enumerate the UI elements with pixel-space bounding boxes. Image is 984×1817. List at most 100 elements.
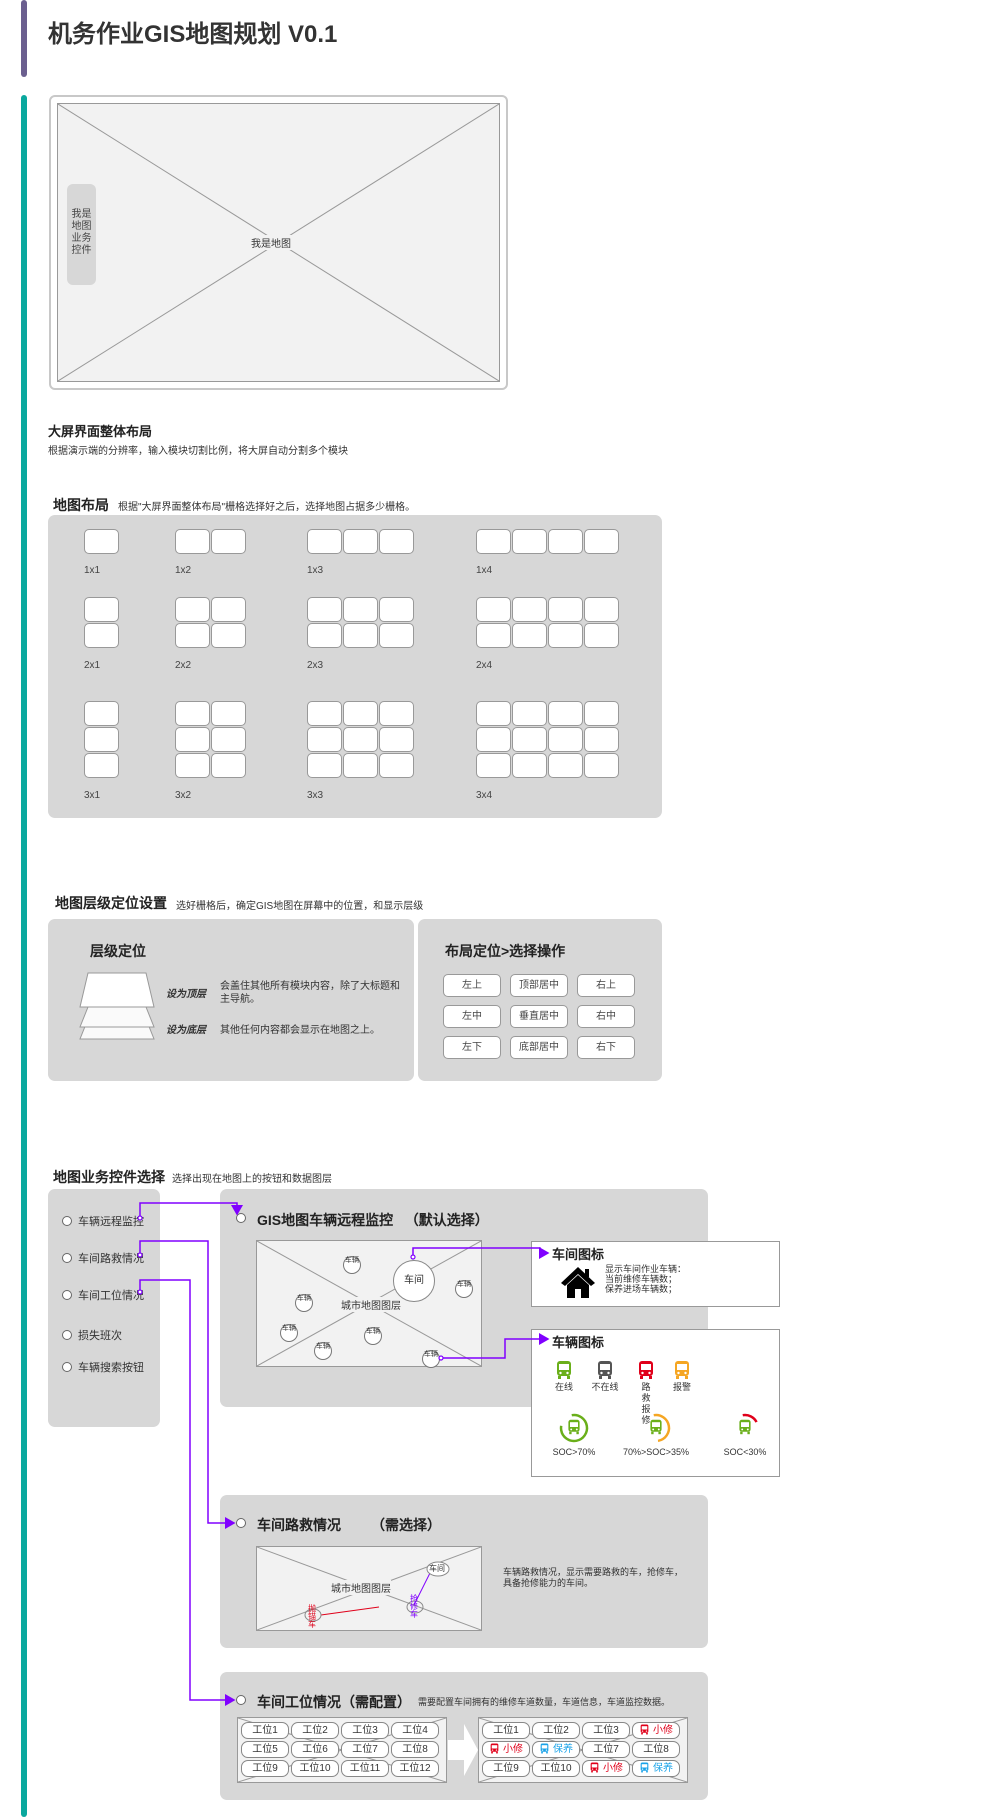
position-button[interactable]: 右上 (577, 974, 635, 997)
grid-cell (584, 727, 619, 752)
position-button[interactable]: 底部居中 (510, 1036, 568, 1059)
repair-car-marker[interactable]: 抢修车 (410, 1594, 418, 1619)
grid-cell (343, 529, 378, 554)
workstation-cell[interactable]: 工位6 (291, 1741, 339, 1758)
workstation-cell[interactable]: 工位2 (532, 1722, 580, 1739)
grid-option-3x3[interactable]: 3x3 (307, 790, 324, 801)
workstation-cell[interactable]: 工位7 (582, 1741, 630, 1758)
workstation-cell[interactable]: 工位3 (341, 1722, 389, 1739)
option-radio[interactable] (62, 1330, 72, 1340)
grid-cell (175, 597, 210, 622)
vehicle-marker[interactable]: 车辆 (295, 1294, 313, 1312)
rescue-workshop-marker[interactable]: 车间 (429, 1564, 445, 1573)
set-top-desc: 会盖住其他所有模块内容，除了大标题和主导航。 (220, 981, 400, 1005)
option-radio[interactable] (62, 1253, 72, 1263)
workstation-cell[interactable]: 工位1 (241, 1722, 289, 1739)
position-button[interactable]: 顶部居中 (510, 974, 568, 997)
workstation-cell[interactable]: 工位8 (632, 1741, 680, 1758)
grid-cell (476, 597, 511, 622)
grid-cell (476, 623, 511, 648)
workstation-cell[interactable]: 保养 (632, 1760, 680, 1777)
grid-option-2x3[interactable]: 2x3 (307, 660, 324, 671)
workstation-label: 工位1 (493, 1725, 519, 1736)
broken-car-marker[interactable]: 抛锚车 (308, 1604, 316, 1629)
workstation-cell[interactable]: 小修 (482, 1741, 530, 1758)
grid-cell (211, 597, 246, 622)
grid-cell (548, 597, 583, 622)
monitor-title: GIS地图车辆远程监控 （默认选择） (257, 1210, 489, 1230)
map-placeholder: 我是地图 (57, 103, 500, 382)
workstation-label: 工位10 (540, 1763, 572, 1774)
option-radio[interactable] (62, 1362, 72, 1372)
control-option[interactable]: 车间工位情况 (78, 1290, 144, 1302)
grid-cell (211, 701, 246, 726)
workstation-cell[interactable]: 工位1 (482, 1722, 530, 1739)
option-radio[interactable] (62, 1290, 72, 1300)
workstation-cell[interactable]: 保养 (532, 1741, 580, 1758)
grid-cell (307, 623, 342, 648)
grid-option-2x1[interactable]: 2x1 (84, 660, 101, 671)
grid-option-1x4[interactable]: 1x4 (476, 565, 493, 576)
rescue-radio[interactable] (236, 1518, 246, 1528)
workstation-cell[interactable]: 工位7 (341, 1741, 389, 1758)
position-panel-title: 布局定位>选择操作 (445, 943, 566, 959)
grid-option-3x1[interactable]: 3x1 (84, 790, 101, 801)
control-option[interactable]: 损失班次 (78, 1330, 122, 1342)
grid-cell (584, 529, 619, 554)
position-button[interactable]: 垂直居中 (510, 1005, 568, 1028)
bus-icon (639, 1724, 650, 1740)
grid-cell (512, 727, 547, 752)
grid-cell (584, 597, 619, 622)
workstation-status: 小修 (503, 1744, 523, 1755)
grid-option-1x1[interactable]: 1x1 (84, 565, 101, 576)
vehicle-marker[interactable]: 车辆 (364, 1327, 382, 1345)
workstation-cell[interactable]: 工位11 (341, 1760, 389, 1777)
control-option[interactable]: 车辆远程监控 (78, 1216, 144, 1228)
vehicle-state-label: 在线 (554, 1382, 573, 1392)
bus-icon (636, 1360, 656, 1385)
grid-option-1x3[interactable]: 1x3 (307, 565, 324, 576)
grid-option-1x2[interactable]: 1x2 (175, 565, 192, 576)
workstation-label: 工位1 (252, 1725, 278, 1736)
workstation-cell[interactable]: 工位8 (391, 1741, 439, 1758)
vehicle-marker[interactable]: 车辆 (314, 1342, 332, 1360)
workstation-cell[interactable]: 工位5 (241, 1741, 289, 1758)
workshop-marker[interactable]: 车间 (393, 1260, 435, 1302)
vehicle-marker[interactable]: 车辆 (455, 1280, 473, 1298)
vehicle-marker[interactable]: 车辆 (422, 1350, 440, 1368)
monitor-radio[interactable] (236, 1213, 246, 1223)
option-radio[interactable] (62, 1216, 72, 1226)
workstation-cell[interactable]: 工位12 (391, 1760, 439, 1777)
workstation-cell[interactable]: 工位2 (291, 1722, 339, 1739)
workstation-cell[interactable]: 工位9 (482, 1760, 530, 1777)
grid-cell (476, 529, 511, 554)
workstation-label: 工位7 (593, 1744, 619, 1755)
grid-option-3x2[interactable]: 3x2 (175, 790, 192, 801)
workstation-cell[interactable]: 工位9 (241, 1760, 289, 1777)
position-button[interactable]: 右下 (577, 1036, 635, 1059)
position-button[interactable]: 左上 (443, 974, 501, 997)
set-bottom-option[interactable]: 设为底层 (166, 1025, 206, 1036)
grid-cell (548, 701, 583, 726)
grid-option-2x4[interactable]: 2x4 (476, 660, 493, 671)
workstation-cell[interactable]: 工位3 (582, 1722, 630, 1739)
grid-option-3x4[interactable]: 3x4 (476, 790, 493, 801)
workstation-cell[interactable]: 小修 (582, 1760, 630, 1777)
grid-option-2x2[interactable]: 2x2 (175, 660, 192, 671)
position-button[interactable]: 左中 (443, 1005, 501, 1028)
position-button[interactable]: 左下 (443, 1036, 501, 1059)
grid-cell (84, 753, 119, 778)
position-button[interactable]: 右中 (577, 1005, 635, 1028)
control-option[interactable]: 车辆搜索按钮 (78, 1362, 144, 1374)
grid-cell (211, 623, 246, 648)
control-option[interactable]: 车间路救情况 (78, 1253, 144, 1265)
set-top-option[interactable]: 设为顶层 (166, 989, 206, 1000)
workstation-cell[interactable]: 小修 (632, 1722, 680, 1739)
vehicle-marker[interactable]: 车辆 (343, 1256, 361, 1274)
workstation-cell[interactable]: 工位10 (291, 1760, 339, 1777)
header-accent-bar (21, 0, 27, 77)
workstation-cell[interactable]: 工位4 (391, 1722, 439, 1739)
workstation-cell[interactable]: 工位10 (532, 1760, 580, 1777)
vehicle-marker[interactable]: 车辆 (280, 1324, 298, 1342)
stations-radio[interactable] (236, 1695, 246, 1705)
